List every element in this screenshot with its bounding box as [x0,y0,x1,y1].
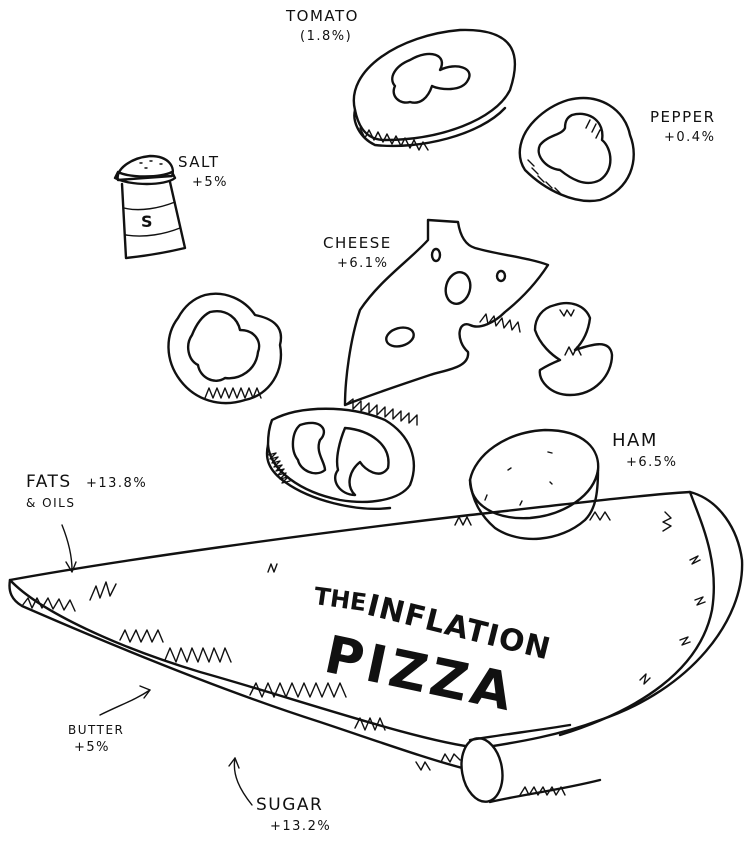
label-pepper: PEPPER +0.4% [650,107,716,148]
pizza-slice [8,490,744,804]
label-cheese-change: +6.1% [337,255,389,271]
arrow-sugar [233,757,253,806]
salt-shaker-letter: S [141,212,153,231]
label-pepper-change: +0.4% [664,129,716,145]
mushroom-slice [533,301,614,397]
ham-slice [468,428,600,541]
label-sugar-name: SUGAR [256,795,324,815]
label-fats-oils: FATS +13.8% & OILS [26,470,147,512]
label-butter-name: BUTTER [68,723,125,737]
label-tomato-change: (1.8%) [300,28,353,44]
pepper-ring-top [518,96,635,203]
label-tomato: TOMATO (1.8%) [286,6,359,47]
label-cheese-name: CHEESE [323,234,392,252]
cheese-slice [343,218,550,426]
label-salt-change: +5% [192,174,229,190]
label-cheese: CHEESE +6.1% [323,233,392,274]
label-salt-name: SALT [178,153,220,171]
label-butter: BUTTER +5% [68,722,124,758]
label-arrows [61,524,253,806]
label-sugar: SUGAR +13.2% [256,793,331,836]
pepper-ring-left [167,292,283,405]
tomato-slice-top [352,28,517,151]
label-fats-oils-name: FATS [26,472,72,492]
label-salt: SALT +5% [178,152,228,193]
label-fats-oils-change: +13.8% [85,476,148,491]
label-ham-change: +6.5% [626,455,678,471]
arrow-butter [99,689,151,716]
label-pepper-name: PEPPER [650,108,716,126]
label-butter-change: +5% [74,740,111,756]
arrow-fats-oils [61,524,73,571]
salt-shaker: S [113,154,187,260]
label-sugar-change: +13.2% [270,818,332,834]
label-tomato-name: TOMATO [286,7,359,25]
label-fats-oils-name2: & OILS [26,495,76,510]
label-ham: HAM +6.5% [612,428,677,473]
label-ham-name: HAM [612,430,658,451]
tomato-slice-lower [265,407,415,510]
